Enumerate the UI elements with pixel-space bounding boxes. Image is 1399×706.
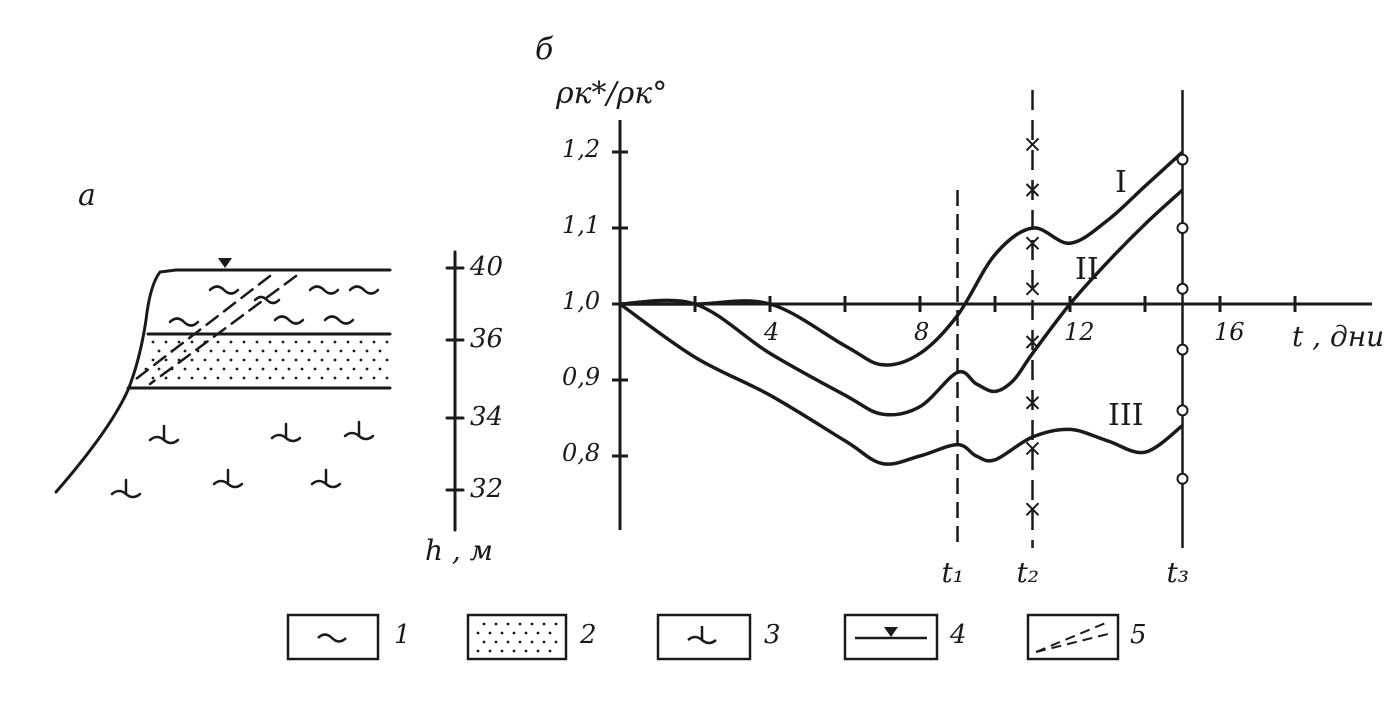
h-tick-label: 36	[470, 324, 504, 354]
panel-label-b: б	[535, 32, 554, 67]
series-label-III: III	[1108, 398, 1144, 433]
h-axis-ticks	[445, 266, 465, 492]
legend-item-1	[286, 613, 380, 661]
x-axis-label: t , дни	[1292, 320, 1385, 353]
slope-line	[54, 268, 178, 494]
cross-mark	[1025, 396, 1040, 410]
y-tick-label: 1,1	[562, 211, 601, 239]
legend	[286, 613, 1120, 661]
h-axis-label: h , м	[425, 534, 493, 567]
y-axis-label: ρк*/ρк°	[556, 76, 668, 111]
cross-section	[54, 250, 465, 532]
cross-mark	[1025, 282, 1040, 296]
h-tick-label: 32	[470, 474, 504, 504]
data-series	[618, 150, 1184, 466]
h-tick-label: 34	[470, 402, 504, 432]
legend-number: 4	[950, 620, 967, 650]
y-tick-label: 1,2	[562, 135, 601, 163]
circle-mark	[1176, 404, 1189, 417]
legend-item-3	[656, 613, 752, 661]
legend-number: 5	[1130, 620, 1147, 650]
sand-dots-icon	[476, 622, 558, 653]
marker-label-2: t₂	[1016, 556, 1039, 589]
y-tick-label: 0,9	[562, 363, 601, 391]
vertical-markers	[956, 90, 1189, 548]
marker-label-1: t₁	[941, 556, 964, 589]
y-tick-label: 0,8	[562, 439, 601, 467]
legend-number: 1	[394, 620, 411, 650]
legend-item-5	[1026, 613, 1120, 661]
circle-mark	[1176, 282, 1189, 295]
x-tick-label: 12	[1064, 318, 1095, 346]
series-line-I	[619, 150, 1184, 367]
cross-mark	[1025, 441, 1040, 456]
circle-mark	[1176, 472, 1189, 485]
circle-mark	[1176, 153, 1189, 166]
cross-mark	[1025, 183, 1040, 197]
marker-label-3: t₃	[1166, 556, 1189, 589]
h-tick-label: 40	[470, 252, 504, 282]
x-tick-label: 4	[764, 318, 780, 346]
legend-number: 2	[580, 620, 597, 650]
dashed-zone-line	[130, 274, 272, 384]
x-tick-label: 16	[1214, 318, 1245, 346]
clay-symbol-icon	[317, 633, 347, 643]
water-level-icon	[218, 258, 232, 268]
series-line-III	[618, 302, 1184, 466]
legend-item-4	[843, 613, 939, 661]
loam-symbols	[110, 420, 375, 499]
series-line-II	[619, 188, 1184, 417]
series-label-II: II	[1075, 252, 1099, 287]
panel-label-a: а	[78, 178, 96, 213]
loam-symbol-icon	[687, 626, 717, 645]
dashed-zone-lines-icon	[1035, 621, 1109, 653]
y-tick-label: 1,0	[562, 287, 601, 315]
clay-symbols	[168, 285, 380, 327]
legend-number: 3	[764, 620, 781, 650]
chart-area	[612, 90, 1372, 548]
sand-layer	[144, 340, 389, 380]
cross-mark	[1025, 137, 1040, 152]
legend-item-2	[466, 613, 568, 661]
x-tick-label: 8	[914, 318, 930, 346]
circle-mark	[1176, 222, 1189, 234]
dashed-zone-lines-icon	[1035, 633, 1109, 653]
series-label-I: I	[1115, 165, 1127, 200]
cross-mark	[1025, 236, 1040, 250]
dashed-zone-line	[148, 274, 298, 386]
circle-mark	[1176, 343, 1189, 356]
water-level-triangle-icon	[884, 627, 898, 637]
cross-mark	[1025, 502, 1040, 516]
